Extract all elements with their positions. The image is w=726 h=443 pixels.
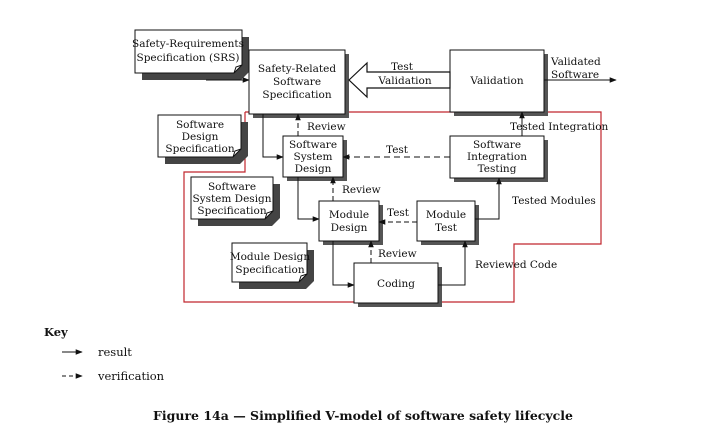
srs-document: Safety-Requirements Specification (SRS) — [132, 29, 249, 80]
srs-line-2: Specification (SRS) — [137, 52, 240, 64]
software-system-design-specification-document: Software System Design Specification — [190, 176, 280, 226]
srs-line-1: Safety-Requirements — [132, 38, 244, 50]
reviewed-code-label: Reviewed Code — [475, 259, 557, 271]
validated-label-line-1: Validated — [550, 56, 601, 68]
test-label-1: Test — [386, 144, 409, 156]
review-label-1: Review — [307, 121, 346, 133]
ssd-line-2: System — [294, 151, 333, 163]
software-system-design-box: Software System Design — [282, 135, 347, 181]
mt-line-2: Test — [435, 222, 458, 234]
mds-line-1: Module Design — [230, 251, 311, 263]
coding-box: Coding — [353, 262, 442, 307]
validation-label: Validation — [469, 75, 523, 87]
tested-modules-label: Tested Modules — [512, 195, 596, 207]
review-label-2: Review — [342, 184, 381, 196]
mt-line-1: Module — [426, 209, 466, 221]
key-result-label: result — [98, 345, 132, 359]
coding-label: Coding — [377, 278, 415, 290]
validation-box: Validation — [449, 49, 548, 116]
arrow-coding-to-mt — [438, 240, 468, 286]
sds-line-3: Specification — [165, 143, 234, 155]
figure-caption: Figure 14a — Simplified V-model of softw… — [153, 408, 573, 423]
arrow-mt-to-sit — [475, 177, 502, 220]
sit-line-2: Integration — [467, 151, 527, 163]
arrow-md-to-coding — [332, 241, 355, 288]
ssd-line-1: Software — [289, 139, 337, 151]
module-design-box: Module Design — [318, 200, 383, 245]
sds-line-1: Software — [176, 119, 224, 131]
arrow-ssd-to-md — [297, 177, 320, 222]
test-label-2: Test — [387, 207, 410, 219]
md-line-1: Module — [329, 209, 369, 221]
mds-line-2: Specification — [235, 264, 304, 276]
sit-line-3: Testing — [478, 163, 517, 175]
ssds-line-2: System Design — [192, 193, 271, 205]
srss-line-1: Safety-Related — [258, 63, 336, 75]
ssd-line-3: Design — [295, 163, 332, 175]
software-integration-testing-box: Software Integration Testing — [449, 135, 548, 182]
review-label-3: Review — [378, 248, 417, 260]
srss-line-2: Software — [273, 76, 321, 88]
ssds-line-3: Specification — [197, 205, 266, 217]
srss-line-3: Specification — [262, 89, 331, 101]
key-legend: Key result verification — [44, 325, 165, 383]
safety-related-software-specification-box: Safety-Related Software Specification — [248, 49, 349, 118]
key-title: Key — [44, 325, 68, 339]
development-region-outline — [183, 111, 602, 303]
validated-label-line-2: Software — [551, 69, 599, 81]
module-test-box: Module Test — [416, 200, 479, 245]
arrow-srss-to-ssd — [262, 114, 284, 160]
key-verification-label: verification — [97, 369, 165, 383]
module-design-specification-document: Module Design Specification — [230, 242, 314, 289]
tested-integration-label: Tested Integration — [510, 121, 609, 133]
validation-arrow-label: Validation — [377, 75, 431, 87]
sit-line-1: Software — [473, 139, 521, 151]
software-design-specification-document: Software Design Specification — [157, 114, 248, 164]
sds-line-2: Design — [182, 131, 219, 143]
test-label-top: Test — [391, 61, 414, 73]
ssds-line-1: Software — [208, 181, 256, 193]
md-line-2: Design — [331, 222, 368, 234]
test-validation-block-arrow — [348, 61, 451, 99]
